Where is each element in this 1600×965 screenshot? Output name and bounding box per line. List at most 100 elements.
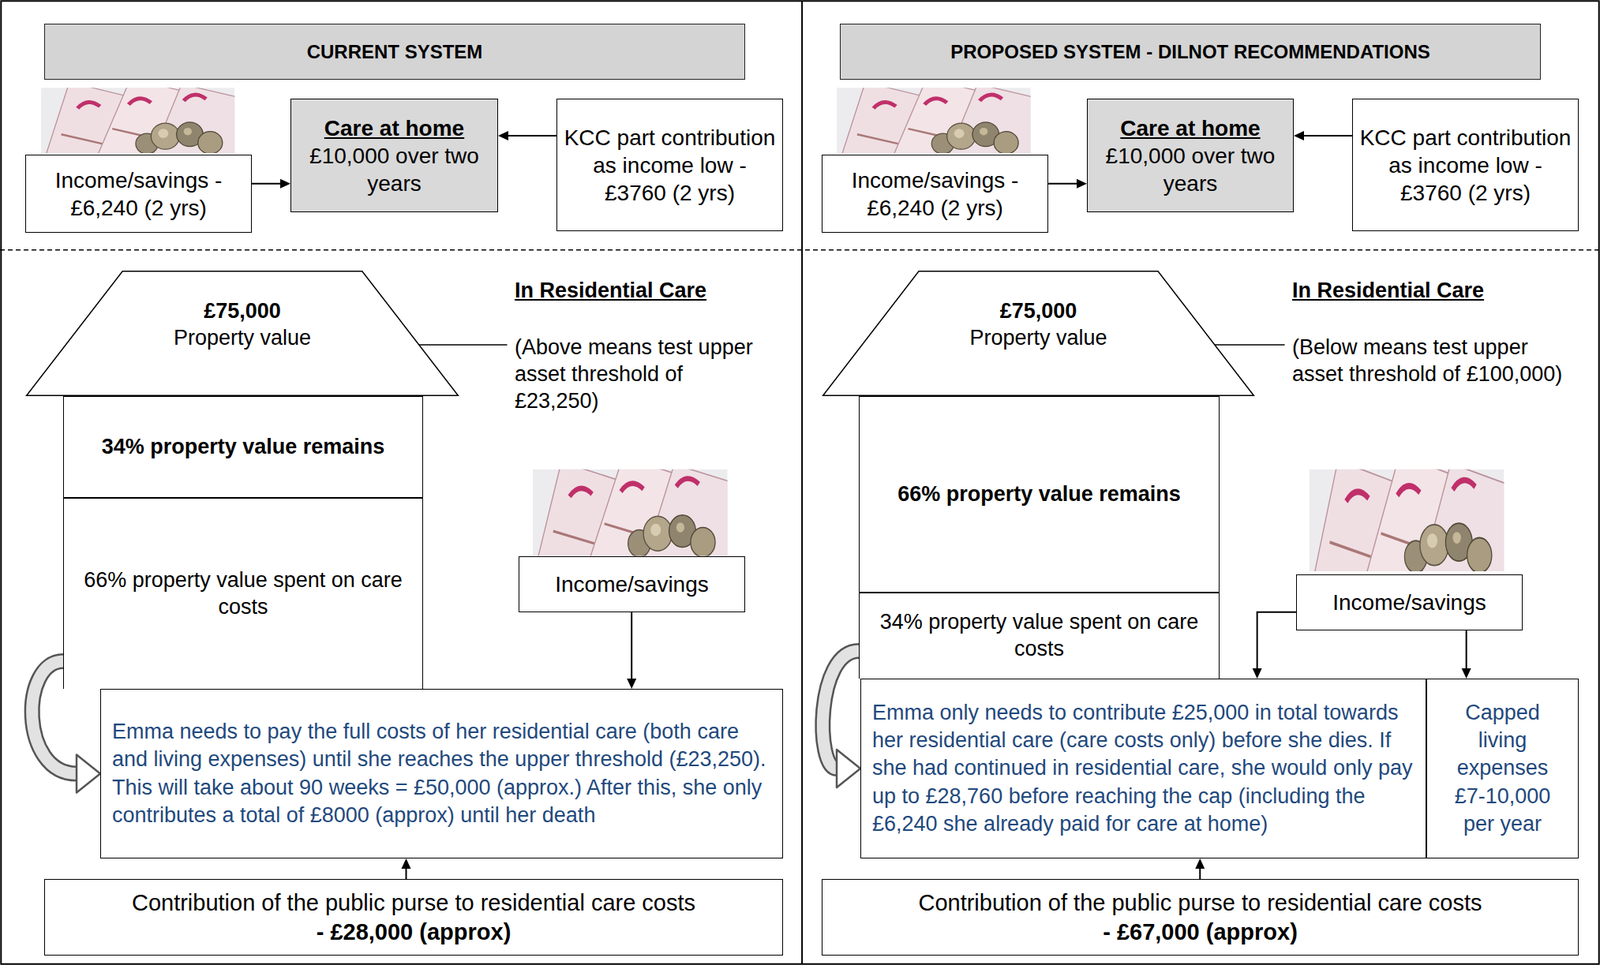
care-box: Care at home£10,000 over two years <box>290 98 499 213</box>
node-subtext: Property value <box>56 325 428 353</box>
node-text: Income/savings <box>1303 588 1516 617</box>
text-group: Emma needs to pay the full costs of her … <box>112 718 772 829</box>
text-group: 34% property value remains <box>71 434 415 461</box>
node-text: CURRENT SYSTEM <box>51 40 739 64</box>
arrow-line <box>1048 183 1079 185</box>
explanation-box: Emma only needs to contribute £25,000 in… <box>860 678 1427 859</box>
contribution-box: KCC part contribution as income low - £3… <box>1352 98 1579 232</box>
arrow-connector <box>1252 612 1297 679</box>
money-picture <box>836 78 1042 165</box>
node-text: £75,000 <box>56 298 428 326</box>
node-text: Emma only needs to contribute £25,000 in… <box>872 699 1415 838</box>
arrow-head <box>498 131 509 141</box>
annotation-text: (Above means test upper asset threshold … <box>514 334 765 415</box>
arrow-head <box>280 179 291 189</box>
house-roof: £75,000Property value <box>25 270 460 397</box>
contribution-box: KCC part contribution as income low - £3… <box>556 98 784 232</box>
arrow-line <box>1465 630 1468 671</box>
node-subtext: - £28,000 (approx) <box>51 918 776 947</box>
total-box: Contribution of the public purse to resi… <box>44 879 784 956</box>
roof-shape <box>823 271 1255 396</box>
money-picture <box>532 457 739 571</box>
node-text: £75,000 <box>853 298 1224 326</box>
care-box: Care at home£10,000 over two years <box>1086 98 1294 213</box>
total-box: Contribution of the public purse to resi… <box>821 879 1579 956</box>
arrow-connector <box>1461 630 1472 679</box>
text-group: KCC part contribution as income low - £3… <box>563 123 776 207</box>
text-group: 34% property value spent on care costs <box>867 609 1211 664</box>
arrow-line <box>1257 612 1297 671</box>
node-text: Care at home <box>1094 114 1287 143</box>
text-group: KCC part contribution as income low - £3… <box>1359 123 1572 207</box>
arrow-connector <box>626 612 637 690</box>
money-picture <box>41 78 246 165</box>
explanation-box: Emma needs to pay the full costs of her … <box>100 689 784 859</box>
node-subtext: £10,000 over two years <box>1094 142 1287 198</box>
text-group: PROPOSED SYSTEM - DILNOT RECOMMENDATIONS <box>846 40 1534 64</box>
arrow-head <box>1293 131 1304 141</box>
arrow-connector <box>1293 131 1353 141</box>
arrow-head <box>1195 858 1205 870</box>
text-group: Income/savings - £6,240 (2 yrs) <box>32 166 245 222</box>
dashed-divider <box>0 249 1600 252</box>
house-section: 66% property value remains <box>858 396 1220 593</box>
arrow-head <box>1461 668 1472 679</box>
curved-arrow-fill <box>822 651 859 769</box>
section-heading: In Residential Care <box>1292 277 1527 305</box>
node-text: 66% property value spent on care costs <box>71 567 415 622</box>
node-text: KCC part contribution as income low - £3… <box>563 123 776 207</box>
text-group: Emma only needs to contribute £25,000 in… <box>872 699 1415 838</box>
text-group: Income/savings <box>1303 588 1516 617</box>
money-picture <box>1309 454 1515 589</box>
text-group: £75,000Property value <box>853 298 1224 353</box>
node-text: Care at home <box>297 114 491 143</box>
income-box: Income/savings - £6,240 (2 yrs) <box>821 154 1049 233</box>
arrow-line <box>630 612 633 681</box>
text-group: Contribution of the public purse to resi… <box>828 888 1572 947</box>
arrow-head <box>836 749 861 788</box>
arrow-line <box>506 134 557 137</box>
node-text: Income/savings <box>525 570 739 599</box>
node-text: PROPOSED SYSTEM - DILNOT RECOMMENDATIONS <box>846 40 1534 64</box>
arrow-connector <box>1195 858 1205 880</box>
house-roof: £75,000Property value <box>821 270 1256 397</box>
text-group: 66% property value spent on care costs <box>71 567 415 622</box>
curved-arrow-outline <box>822 651 859 769</box>
node-text: 34% property value remains <box>71 434 415 461</box>
arrow-head <box>1076 179 1087 189</box>
node-text: Capped living expenses £7-10,000 per yea… <box>1444 699 1561 838</box>
roof-shape <box>26 271 459 396</box>
text-group: Income/savings <box>525 570 739 599</box>
house-section: 34% property value remains <box>63 396 424 499</box>
node-subtext: - £67,000 (approx) <box>828 918 1572 947</box>
arrow-head <box>401 858 412 870</box>
arrow-line <box>405 867 408 880</box>
text-group: Capped living expenses £7-10,000 per yea… <box>1444 699 1561 838</box>
arrow-connector <box>498 131 557 141</box>
node-text: 66% property value remains <box>867 481 1211 509</box>
text-group: Care at home£10,000 over two years <box>297 114 491 198</box>
text-group: 66% property value remains <box>867 481 1211 509</box>
income-box: Income/savings <box>1296 574 1523 631</box>
node-text: Income/savings - £6,240 (2 yrs) <box>32 166 245 222</box>
income-box: Income/savings - £6,240 (2 yrs) <box>25 154 252 233</box>
text-group: CURRENT SYSTEM <box>51 40 739 64</box>
text-group: Care at home£10,000 over two years <box>1094 114 1287 198</box>
text-group: Contribution of the public purse to resi… <box>51 888 776 947</box>
arrow-head <box>626 678 637 690</box>
text-group: £75,000Property value <box>56 298 428 353</box>
header-bar: CURRENT SYSTEM <box>44 23 746 80</box>
arrow-head <box>76 755 101 794</box>
house-section: 66% property value spent on care costs <box>63 498 424 690</box>
node-text: KCC part contribution as income low - £3… <box>1359 123 1572 207</box>
panel-divider <box>801 0 803 964</box>
arrow-connector <box>401 858 412 880</box>
node-text: Contribution of the public purse to resi… <box>828 888 1572 918</box>
income-box: Income/savings <box>518 556 746 613</box>
arrow-line <box>1199 867 1201 880</box>
arrow-connector <box>822 651 861 788</box>
node-text: Emma needs to pay the full costs of her … <box>112 718 772 829</box>
